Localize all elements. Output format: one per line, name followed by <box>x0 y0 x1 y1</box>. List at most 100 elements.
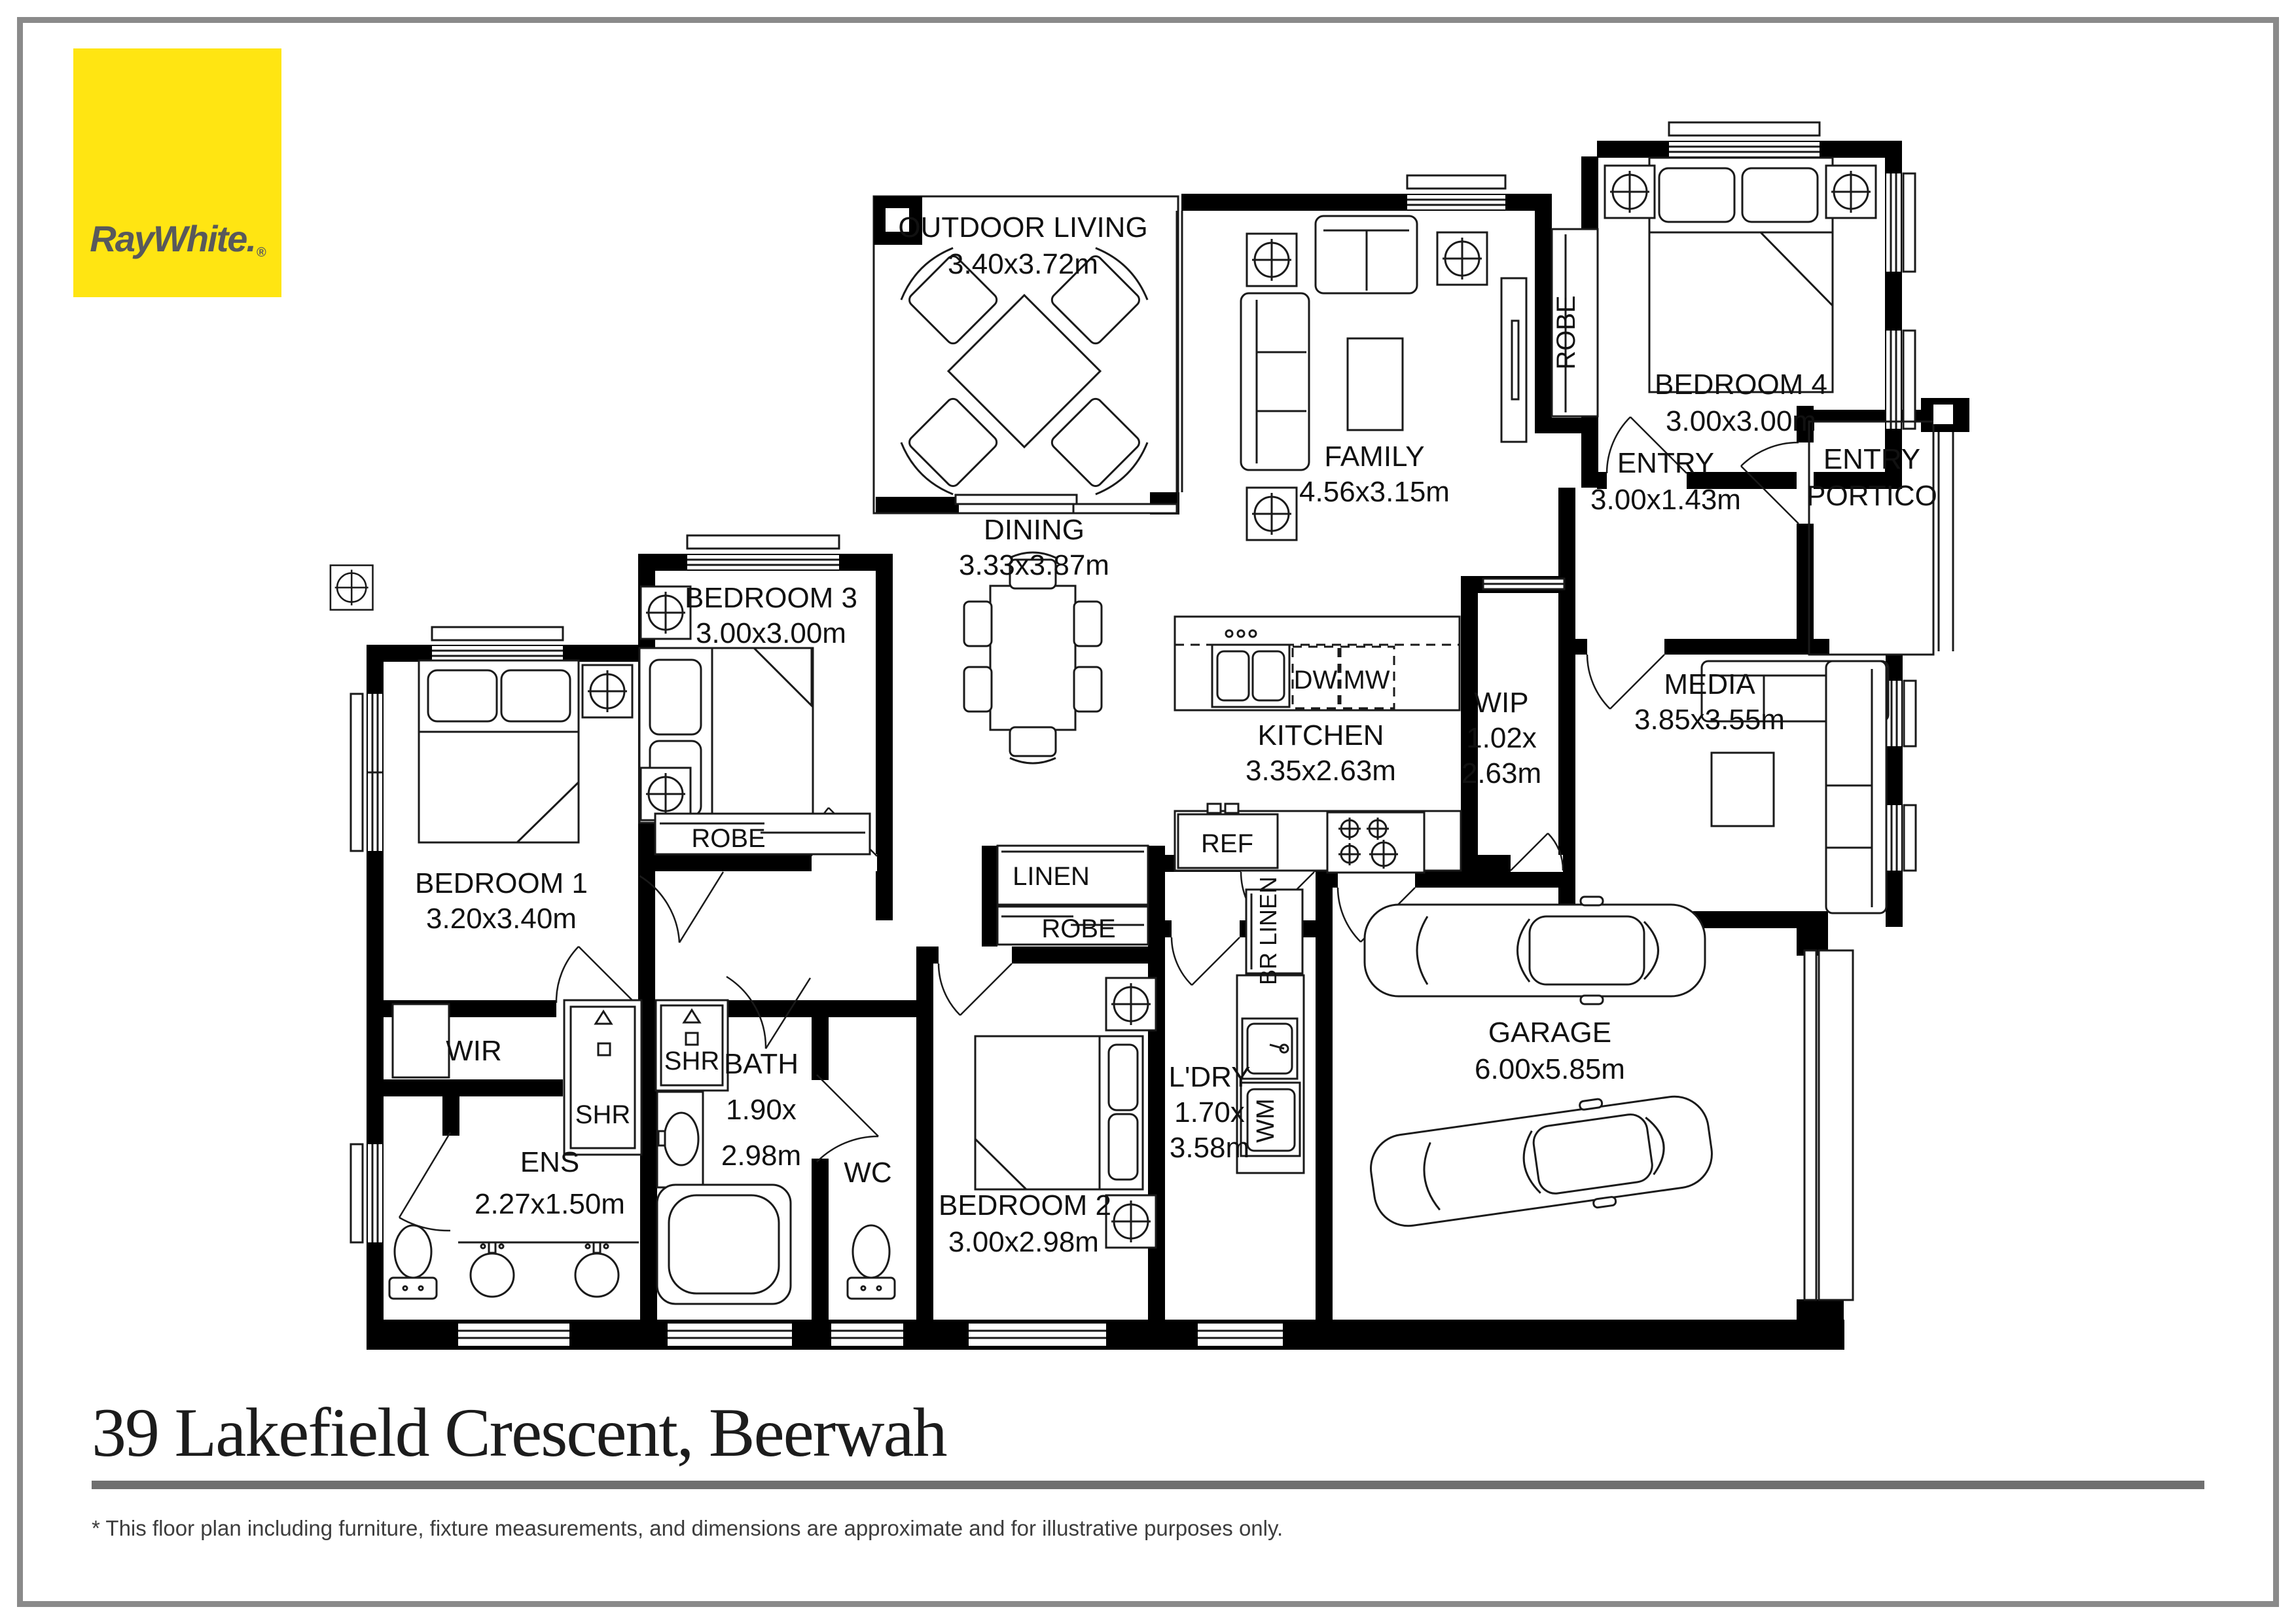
plan-shape <box>1050 397 1140 487</box>
plan-shape <box>1933 405 1953 424</box>
plan-shape <box>1803 949 1818 1301</box>
plan-shape <box>657 1130 666 1147</box>
fridge-icon <box>1177 803 1279 869</box>
room-label-wc: WC <box>844 1157 891 1189</box>
plan-shape <box>350 1143 364 1244</box>
room-label-2-27x1-50m: 2.27x1.50m <box>475 1188 625 1220</box>
shower-icon <box>655 999 729 1092</box>
plan-shape <box>1050 255 1140 345</box>
room-label-wm: WM <box>1252 1098 1280 1143</box>
laundry-fixtures <box>1236 974 1305 1174</box>
room-label-bedroom-3: BEDROOM 3 <box>685 582 857 614</box>
plan-shape <box>1669 142 1820 156</box>
plan-shape <box>963 600 993 647</box>
plan-shape <box>946 293 1102 449</box>
outdoor-table-icon <box>900 247 1149 496</box>
car-icon <box>1363 895 1706 1005</box>
plan-shape <box>989 585 1077 731</box>
washing-machine-icon <box>1240 1081 1301 1157</box>
plan-shape <box>1797 442 1814 524</box>
wir-shelf <box>391 1003 450 1079</box>
plan-shape <box>639 871 725 943</box>
dishwasher-icon <box>1291 645 1340 710</box>
garage-roller-door <box>1803 949 1854 1301</box>
plan-shape <box>1741 167 1819 223</box>
plan-shape <box>1170 937 1240 986</box>
room-label-garage: GARAGE <box>1488 1017 1611 1049</box>
plan-shape <box>900 442 954 496</box>
plan-shape <box>1316 871 1333 1320</box>
plan-shape <box>500 669 571 723</box>
microwave-icon <box>1339 645 1395 710</box>
room-label-robe: ROBE <box>691 824 765 853</box>
room-label-3-58m: 3.58m <box>1170 1132 1249 1164</box>
room-label-3-00x1-43m: 3.00x1.43m <box>1590 484 1741 516</box>
address-title: 39 Lakefield Crescent, Beerwah <box>92 1394 948 1471</box>
plan-shape <box>876 554 893 920</box>
plan-shape <box>597 1042 611 1056</box>
room-label-ens: ENS <box>520 1146 579 1178</box>
plan-shape <box>1206 803 1222 814</box>
vanity-icon <box>656 1091 704 1189</box>
room-label-dw: DW <box>1294 666 1338 695</box>
plan-shape <box>350 693 364 852</box>
shower-icon <box>563 999 643 1156</box>
room-label-2-98m: 2.98m <box>721 1140 801 1172</box>
coffee-table-icon <box>1346 337 1404 431</box>
media-furniture <box>1700 660 1890 914</box>
plan-shape <box>1009 726 1057 757</box>
bed-icon <box>974 1035 1144 1191</box>
plan-shape <box>654 812 871 856</box>
plan-shape <box>1535 209 1552 433</box>
divider-rule <box>92 1481 2204 1489</box>
plan-shape <box>1902 329 1916 430</box>
stove-icon <box>1326 811 1426 874</box>
room-label-linen: LINEN <box>1013 862 1090 891</box>
plan-shape <box>831 1324 903 1346</box>
room-label-media: MEDIA <box>1664 668 1755 700</box>
plan-shape <box>969 1324 1106 1346</box>
basin-icon <box>469 1241 515 1298</box>
plan-shape <box>1903 804 1917 872</box>
plan-shape <box>937 963 1013 1016</box>
sink-icon <box>1211 629 1291 708</box>
lamp-table-icon <box>1436 231 1488 286</box>
basin-icon <box>574 1241 620 1298</box>
closets <box>391 228 1599 1079</box>
plan-shape <box>1009 558 1057 590</box>
coffee-table-icon <box>1710 751 1775 827</box>
raywhite-logo: RayWhite.® <box>73 48 281 297</box>
room-label-3-35x2-63m: 3.35x2.63m <box>1246 755 1396 787</box>
room-label-4-56x3-15m: 4.56x3.15m <box>1299 476 1450 508</box>
lamp-table-icon <box>639 767 692 821</box>
room-label-bedroom-1: BEDROOM 1 <box>415 867 588 899</box>
plan-shape <box>1406 174 1507 190</box>
plan-shape <box>1009 551 1056 559</box>
plan-shape <box>569 1005 636 1149</box>
loveseat-icon <box>1314 215 1418 295</box>
plan-shape <box>431 626 564 641</box>
outdoor-living-area <box>872 195 1183 514</box>
linen-closet <box>996 844 1149 906</box>
plan-shape <box>1558 488 1575 576</box>
plan-shape <box>1740 441 1799 524</box>
plan-shape <box>1072 503 1178 514</box>
plan-shape <box>1216 650 1250 702</box>
plan-shape <box>1248 629 1257 638</box>
room-label-portico: PORTICO <box>1806 480 1937 512</box>
family-furniture <box>1240 215 1528 541</box>
plan-shape <box>726 975 812 1049</box>
room-label-2-63m: 2.63m <box>1462 757 1541 789</box>
lamp-table-icon <box>1105 977 1157 1032</box>
plan-shape <box>686 534 840 550</box>
plan-shape <box>514 780 580 844</box>
room-label-3-00x3-00m: 3.00x3.00m <box>1666 405 1816 437</box>
room-label-wir: WIR <box>446 1035 502 1067</box>
room-label-1-90x: 1.90x <box>726 1094 797 1126</box>
plan-shape <box>594 1009 613 1025</box>
dining-table-icon <box>963 551 1103 765</box>
plan-shape <box>751 647 813 708</box>
plan-shape <box>1107 1113 1139 1181</box>
wip-slider <box>1482 577 1566 590</box>
